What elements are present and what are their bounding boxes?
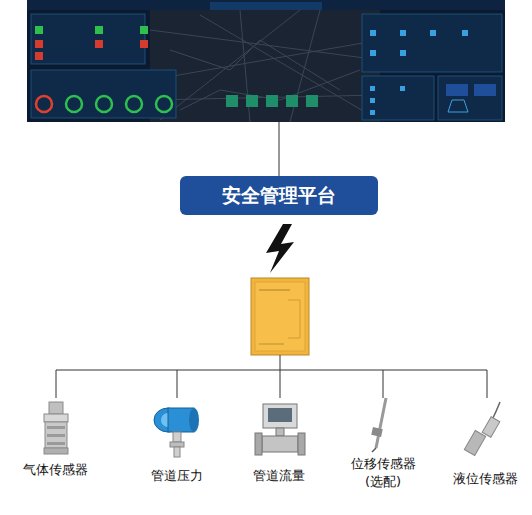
wireless-symbol: [266, 224, 294, 273]
sensor-label: 位移传感器 (选配): [347, 455, 419, 490]
level-sensor-icon: [464, 402, 500, 456]
node-text: 安全管理平台: [222, 183, 336, 209]
sensor-label: 管道流量: [239, 467, 319, 485]
sensor-label: 液位传感器: [442, 470, 528, 488]
bus-lines: [56, 355, 487, 398]
gas-sensor-icon: [44, 402, 68, 454]
pressure-transmitter-icon: [154, 408, 199, 457]
gateway-device: [251, 278, 309, 355]
link-line: [279, 122, 280, 176]
dashboard-screenshot: [27, 0, 505, 122]
flow-meter-icon: [255, 404, 305, 455]
displacement-sensor-icon: [371, 398, 386, 452]
platform-box: 安全管理平台: [180, 176, 378, 215]
sensor-label: 管道压力: [137, 467, 217, 485]
sensor-label: 气体传感器: [10, 461, 100, 479]
